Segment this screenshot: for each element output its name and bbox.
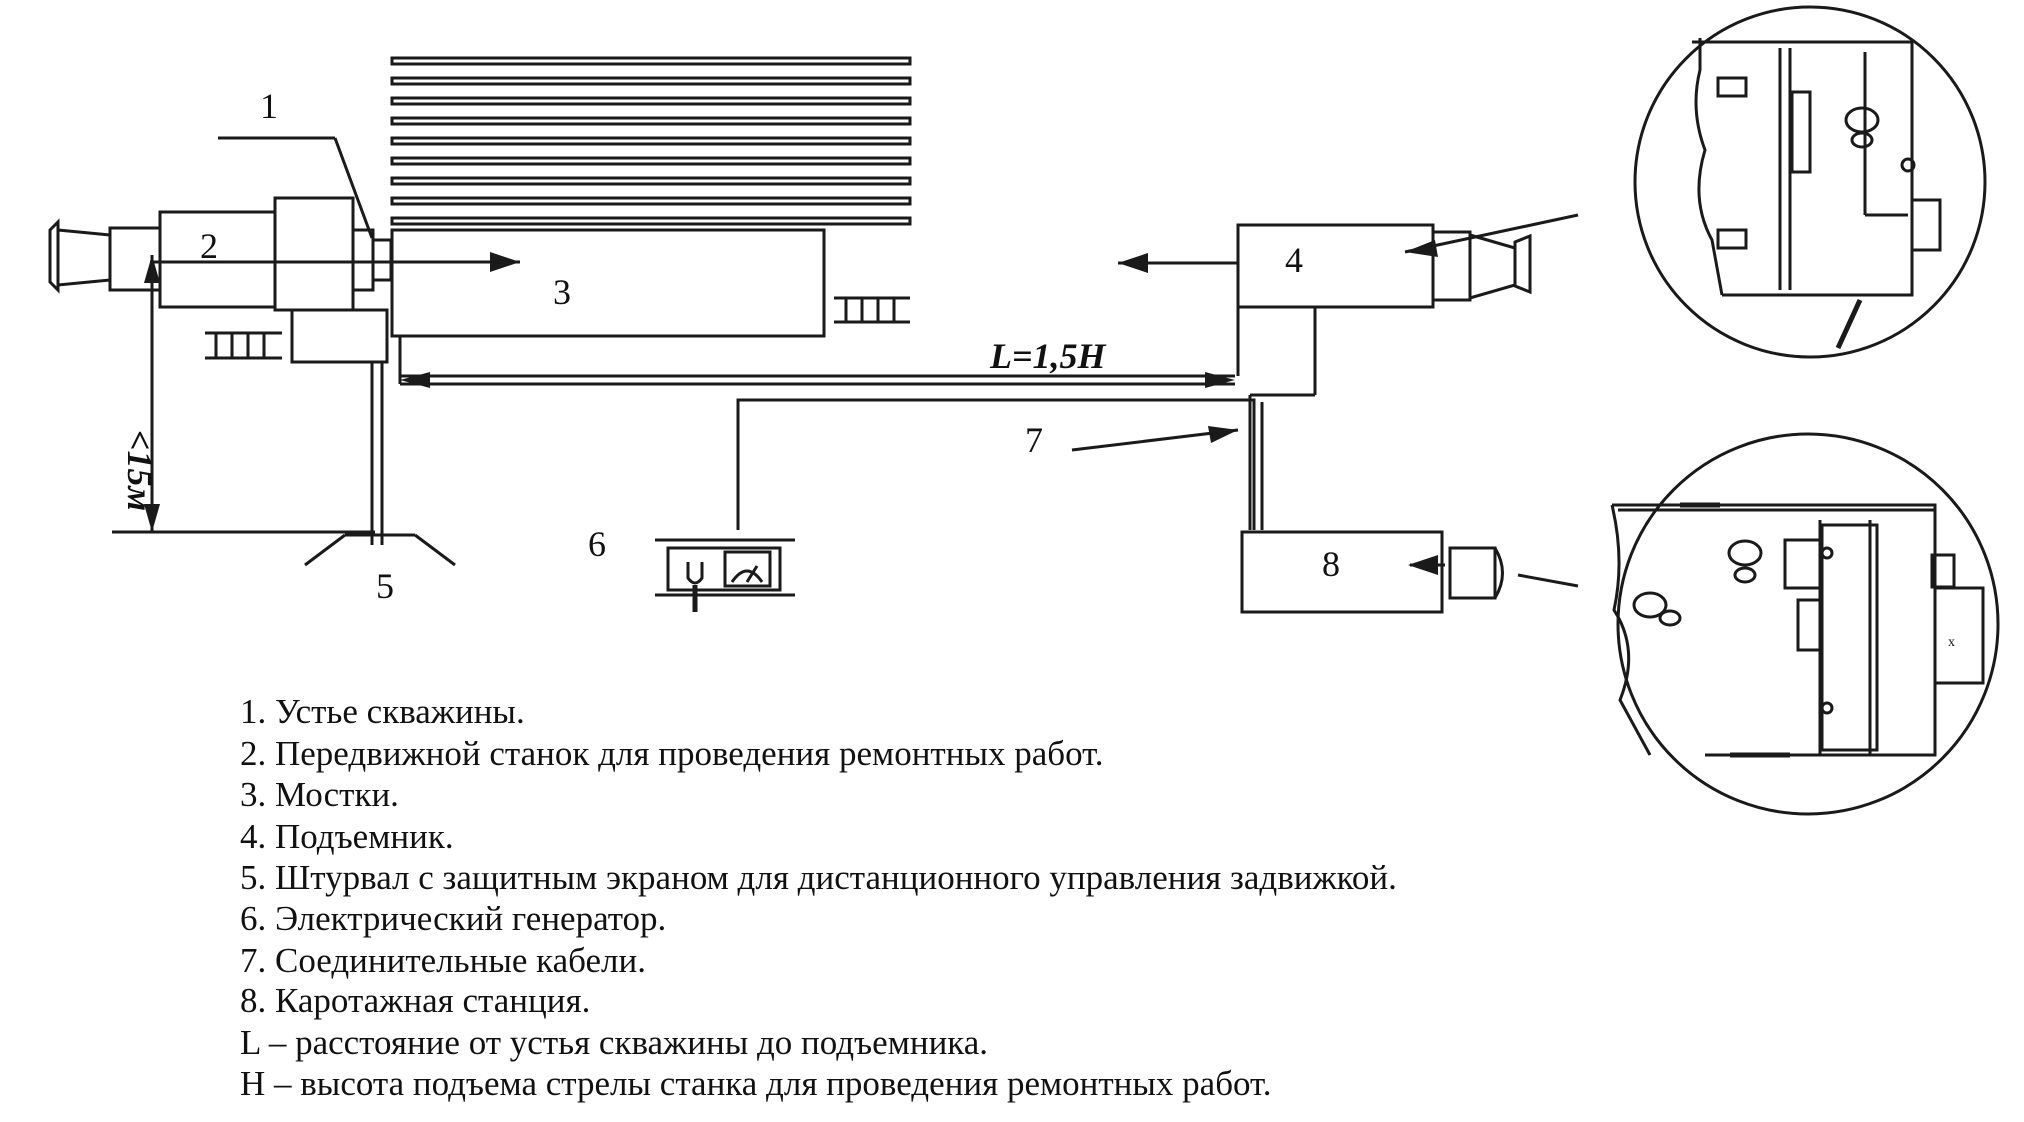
- wellhead: [218, 136, 374, 239]
- connecting-cables: [736, 395, 1264, 530]
- inset-detail-top: [1404, 5, 1987, 359]
- label-height: <15м: [120, 430, 160, 511]
- legend-line-10: H – высота подъема стрелы станка для про…: [240, 1064, 1271, 1103]
- height-dimension: [112, 255, 375, 534]
- label-hoist: 4: [1285, 240, 1303, 280]
- legend-line-2: 2. Передвижной станок для проведения рем…: [240, 734, 1104, 773]
- pipe-rack: [390, 56, 912, 226]
- electric-generator: [655, 538, 795, 612]
- legend-line-4: 4. Подъемник.: [240, 817, 454, 856]
- legend-line-9: L – расстояние от устья скважины до подъ…: [240, 1023, 988, 1062]
- legend-line-8: 8. Каротажная станция.: [240, 981, 590, 1020]
- legend-line-1: 1. Устье скважины.: [240, 692, 525, 731]
- distance-dimension: [398, 336, 1235, 388]
- legend-line-7: 7. Соединительные кабели.: [240, 941, 646, 980]
- catwalk-bridge: [150, 228, 826, 338]
- label-cables: 7: [1025, 420, 1043, 460]
- trestle-left: [205, 331, 282, 360]
- handwheel-shield: [304, 362, 456, 567]
- trestle-right: [834, 296, 910, 324]
- legend-line-5: 5. Штурвал с защитным экраном для дистан…: [240, 858, 1397, 897]
- legend-line-6: 6. Электрический генератор.: [240, 899, 666, 938]
- inset-mark: x: [1948, 635, 1955, 650]
- label-logging-station: 8: [1322, 544, 1340, 584]
- logging-station: [1240, 530, 1504, 614]
- label-handwheel: 5: [376, 566, 394, 606]
- hoist-unit: [1118, 223, 1532, 397]
- label-distance: L=1,5H: [989, 336, 1107, 376]
- inset-detail-bottom: [1517, 432, 2000, 816]
- label-wellhead: 1: [260, 86, 278, 126]
- mobile-rig: [48, 196, 393, 364]
- legend: 1. Устье скважины. 2. Передвижной станок…: [240, 692, 1397, 1103]
- label-generator: 6: [588, 524, 606, 564]
- label-catwalk: 3: [553, 272, 571, 312]
- label-mobile-rig: 2: [200, 226, 218, 266]
- legend-line-3: 3. Мостки.: [240, 775, 399, 814]
